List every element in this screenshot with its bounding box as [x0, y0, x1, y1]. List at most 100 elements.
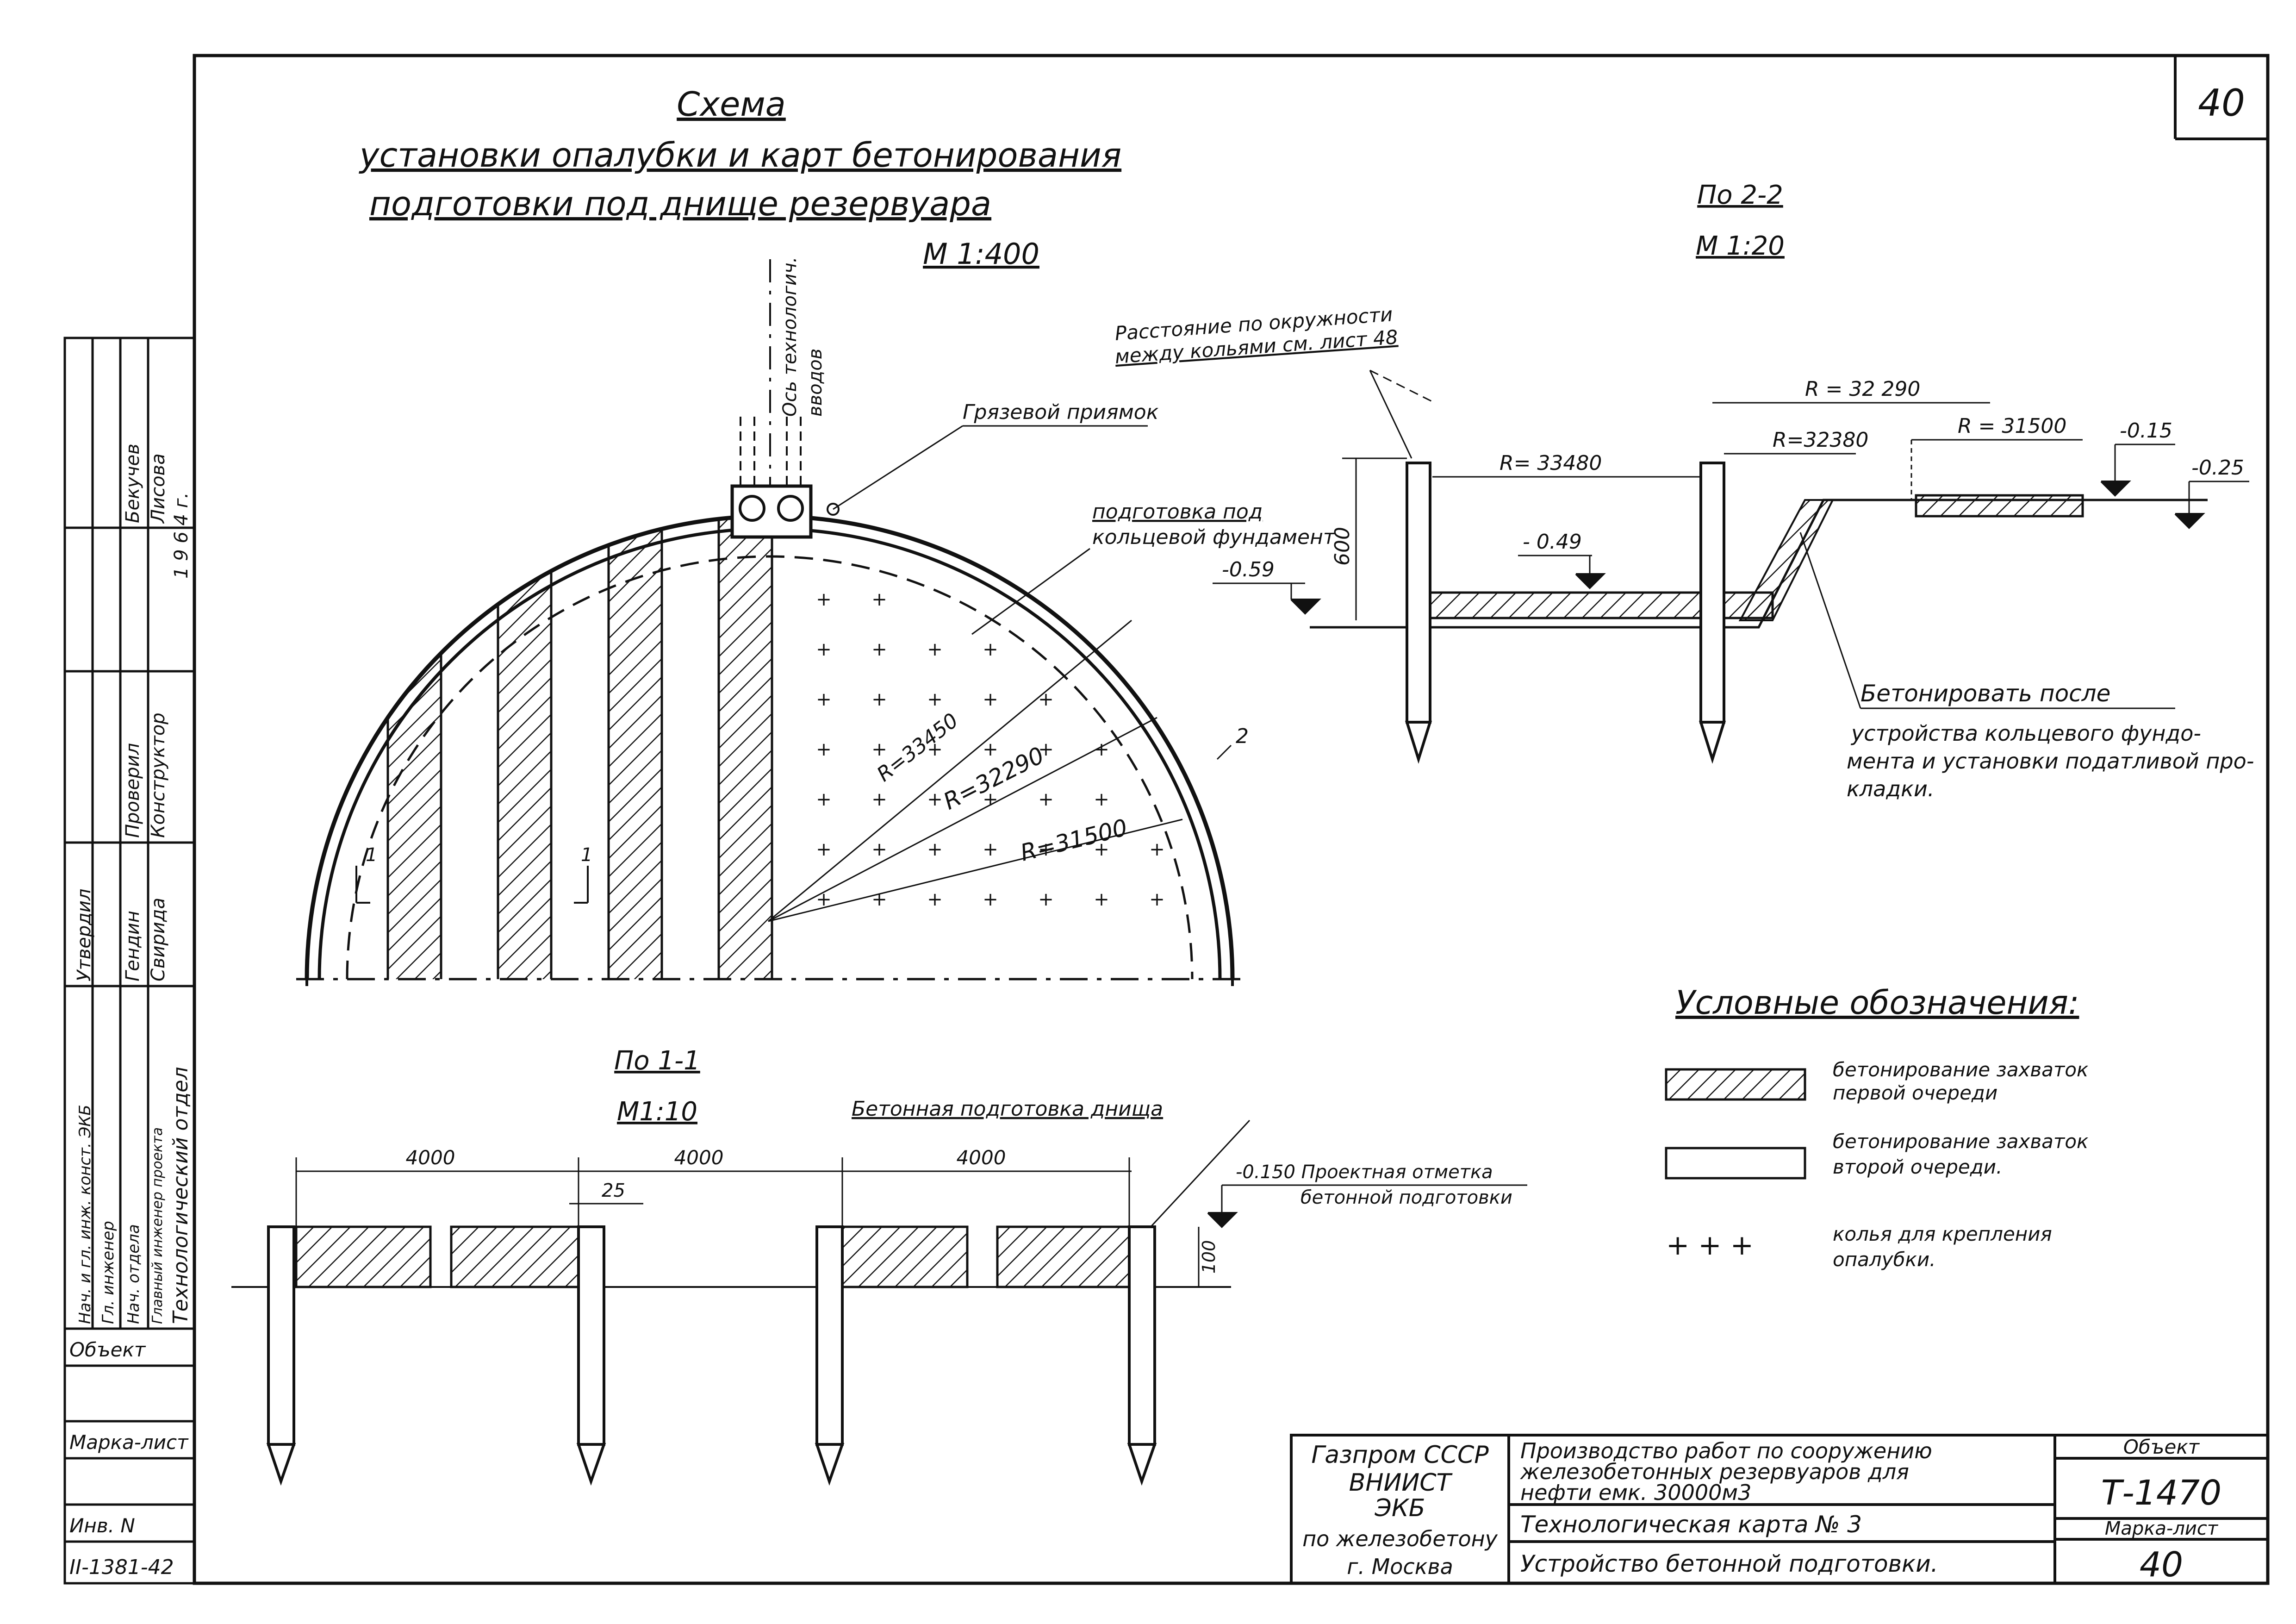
- stake-cross: +: [871, 889, 887, 910]
- section22-scale: М 1:20: [1696, 231, 1785, 261]
- concrete-label: Бетонная подготовка днища: [852, 1097, 1163, 1121]
- stake-cross: +: [927, 739, 943, 760]
- svg-text:второй очереди.: второй очереди.: [1833, 1156, 2002, 1178]
- stake-cross: +: [927, 689, 943, 710]
- stake-cross: +: [1094, 789, 1109, 810]
- svg-text:первой очереди: первой очереди: [1833, 1081, 1997, 1104]
- svg-text:по железобетону: по железобетону: [1302, 1526, 1498, 1551]
- svg-text:Технологическая карта № 3: Технологическая карта № 3: [1520, 1511, 1862, 1538]
- svg-text:Газпром СССР: Газпром СССР: [1311, 1441, 1489, 1469]
- stake-cross: +: [983, 639, 998, 660]
- legend: Условные обозначения: бетонирование захв…: [1665, 984, 2089, 1271]
- svg-text:Свирида: Свирида: [148, 898, 169, 981]
- section22-title: По 2-2: [1697, 180, 1783, 210]
- svg-text:1: 1: [581, 844, 592, 866]
- svg-text:1 9 6 4 г.: 1 9 6 4 г.: [171, 493, 192, 579]
- dim-600: 600: [1331, 527, 1354, 566]
- title-scale: М 1:400: [923, 237, 1039, 271]
- svg-text:ЭКБ: ЭКБ: [1375, 1494, 1425, 1522]
- stake-cross: +: [816, 589, 832, 610]
- stake-cross: +: [927, 889, 943, 910]
- stake-right: [1699, 462, 1725, 724]
- svg-text:Объект: Объект: [2123, 1436, 2200, 1458]
- svg-text:бетонирование захваток: бетонирование захваток: [1833, 1130, 2089, 1153]
- legend-swatch-first-stage: [1665, 1068, 1806, 1101]
- svg-text:Гл. инженер: Гл. инженер: [99, 1221, 118, 1324]
- stake-cross: +: [871, 789, 887, 810]
- svg-text:Бекучев: Бекучев: [122, 443, 143, 523]
- sheet-number: 40: [2198, 81, 2245, 125]
- plan-view: Ось технологич. вводов Грязевой приямок …: [296, 257, 1336, 986]
- plan-strip-1: [386, 554, 442, 979]
- stake-cross: +: [1038, 839, 1054, 860]
- stake-cross: +: [927, 639, 943, 660]
- svg-text:1: 1: [366, 844, 377, 866]
- stake-cross: +: [816, 889, 832, 910]
- stake-cross: +: [983, 689, 998, 710]
- svg-text:Т-1470: Т-1470: [2101, 1473, 2221, 1513]
- note-2: устройства кольцевого фундо-: [1850, 721, 2201, 746]
- stake-cross: +: [1094, 889, 1109, 910]
- svg-text:Гендин: Гендин: [122, 911, 143, 981]
- sump-pit: [730, 484, 813, 539]
- stake-cross: +: [1094, 739, 1109, 760]
- stake-cross: +: [871, 589, 887, 610]
- svg-text:Объект: Объект: [69, 1338, 146, 1361]
- title-block: [1290, 1434, 2269, 1585]
- r-33480: R= 33480: [1500, 451, 1602, 475]
- callout-2: 2: [1236, 725, 1249, 748]
- side-stamp-text: Нач. и гл. инж. конст. ЭКБ Гл. инженер Н…: [69, 443, 193, 1579]
- svg-text:Нач. отдела: Нач. отдела: [124, 1224, 143, 1324]
- stake-left: [1406, 462, 1431, 724]
- section11-scale: М1:10: [617, 1097, 697, 1127]
- radius-3: R=31500: [1018, 814, 1130, 866]
- section11-slab-1: [295, 1225, 432, 1288]
- svg-text:Производство работ по сооружен: Производство работ по сооружению: [1520, 1438, 1932, 1463]
- legend-stake-symbol: + + +: [1666, 1229, 1754, 1262]
- svg-text:Технологический отдел: Технологический отдел: [169, 1067, 193, 1324]
- plan-stakes: +++++++++++++++++++++++++++++++++++++: [816, 589, 1165, 910]
- legend-title: Условные обозначения:: [1675, 984, 2079, 1022]
- note-3: мента и установки податливой про-: [1847, 749, 2254, 774]
- stake-cross: +: [927, 839, 943, 860]
- stake-cross: +: [1038, 739, 1054, 760]
- svg-text:Инв. N: Инв. N: [69, 1514, 135, 1537]
- svg-text:II-1381-42: II-1381-42: [69, 1555, 174, 1579]
- stake-cross: +: [1038, 689, 1054, 710]
- ring-prep-slab: [1915, 494, 2084, 518]
- section11-stakes: [266, 1225, 1157, 1486]
- legend-swatch-second-stage: [1665, 1147, 1806, 1180]
- svg-text:вводов: вводов: [805, 349, 826, 417]
- svg-text:г. Москва: г. Москва: [1347, 1554, 1453, 1579]
- svg-text:Утвердил: Утвердил: [74, 889, 95, 981]
- stake-cross: +: [927, 789, 943, 810]
- svg-text:Конструктор: Конструктор: [148, 712, 169, 838]
- dim-100: 100: [1199, 1240, 1219, 1274]
- sump-label: Грязевой приямок: [963, 400, 1159, 424]
- plan-strip-3: [607, 516, 663, 979]
- side-stamp: [63, 337, 196, 1585]
- r-32290: R = 32 290: [1805, 377, 1920, 401]
- design-mark-2: бетонной подготовки: [1300, 1187, 1512, 1208]
- stake-cross: +: [871, 689, 887, 710]
- svg-text:Проверил: Проверил: [122, 743, 143, 838]
- svg-text:Лисова: Лисова: [148, 453, 169, 524]
- note-4: кладки.: [1847, 776, 1934, 801]
- sheet-number-box: 40: [2174, 56, 2268, 140]
- elev-049: - 0.49: [1523, 530, 1582, 554]
- dim-25: 25: [602, 1180, 625, 1201]
- title-line3: подготовки под днище резервуара: [369, 184, 991, 223]
- stake-cross: +: [1038, 789, 1054, 810]
- stake-cross: +: [871, 839, 887, 860]
- svg-text:ВНИИСТ: ВНИИСТ: [1349, 1469, 1453, 1497]
- stake-cross: +: [1149, 839, 1165, 860]
- stake-cross: +: [816, 839, 832, 860]
- section-1-1: По 1-1 М1:10 Бетонная подготовка днища 4…: [231, 1046, 1527, 1486]
- r-32380: R=32380: [1773, 428, 1868, 452]
- section11-slab-2: [450, 1225, 582, 1288]
- svg-text:Главный инженер проекта: Главный инженер проекта: [149, 1127, 166, 1324]
- dim-4000-1: 4000: [406, 1146, 455, 1169]
- svg-text:опалубки.: опалубки.: [1833, 1248, 1936, 1271]
- svg-text:Ось технологич.: Ось технологич.: [779, 257, 801, 417]
